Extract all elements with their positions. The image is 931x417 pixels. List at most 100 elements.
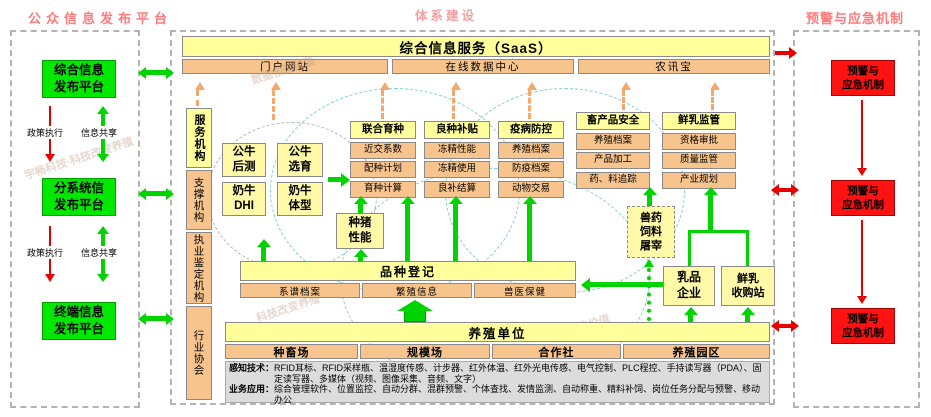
group-item: 防疫档案 bbox=[498, 161, 564, 178]
saas-bar: 综合信息服务（SaaS） bbox=[182, 36, 770, 57]
group-item: 配种计划 bbox=[350, 161, 416, 178]
box-alert-mechanism: 预警与 应急机制 bbox=[831, 60, 895, 96]
group-item: 药、料追踪 bbox=[576, 171, 650, 189]
channel-nongxunbao: 农讯宝 bbox=[578, 59, 770, 74]
center-right-connector bbox=[775, 51, 789, 55]
right-arrow-circle-to-joint-breeding bbox=[328, 177, 341, 182]
panel-alert-mechanism bbox=[793, 30, 920, 408]
up-arrow-registry-to-subsidy bbox=[453, 204, 458, 261]
policy-label: 政策执行 bbox=[26, 246, 65, 259]
up-arrow-registry-to-breeding bbox=[261, 247, 266, 261]
box-integrated-info-platform: 综合信息 发布平台 bbox=[42, 60, 116, 98]
group-item: 育种计算 bbox=[350, 180, 416, 198]
box-milk-purchase-station: 鲜乳 收购站 bbox=[721, 266, 775, 306]
group-item: 冻精使用 bbox=[424, 161, 490, 178]
center-right-connector bbox=[779, 324, 791, 328]
group-item: 质量监管 bbox=[662, 152, 736, 169]
group-joint-breeding: 联合育种 近交系数 配种计划 育种计算 bbox=[350, 121, 416, 198]
group-title: 畜产品安全 bbox=[576, 112, 650, 130]
group-item: 产品加工 bbox=[576, 152, 650, 169]
box-alert-mechanism: 预警与 应急机制 bbox=[831, 308, 895, 344]
org-industry-association: 行业协会 bbox=[186, 306, 212, 400]
up-arrow-farm-to-dairy bbox=[688, 315, 693, 322]
farm-cell-breeding-park: 养殖园区 bbox=[623, 344, 770, 359]
group-fresh-milk-supervision: 鲜乳监管 资格审批 质量监管 产业规划 bbox=[662, 112, 736, 189]
dashed-up-arrow bbox=[379, 82, 390, 119]
share-label: 信息共享 bbox=[80, 126, 119, 139]
group-seed-subsidy: 良种补贴 冻精性能 冻精使用 良补结算 bbox=[424, 121, 490, 198]
org-service-agency: 服务机构 bbox=[186, 108, 212, 168]
group-item: 冻精性能 bbox=[424, 141, 490, 159]
farm-cell-breeding-farm: 种畜场 bbox=[225, 344, 358, 359]
group-item: 养殖档案 bbox=[498, 141, 564, 159]
dashed-up-arrow bbox=[270, 82, 281, 120]
farm-cell-scale-farm: 规模场 bbox=[360, 344, 490, 359]
registry-bar: 品种登记 bbox=[240, 261, 576, 281]
group-item: 产业规划 bbox=[662, 171, 736, 189]
app-label: 业务应用： bbox=[229, 384, 275, 394]
group-title: 鲜乳监管 bbox=[662, 112, 736, 130]
app-text: 综合管理软件、位置监控、自动分群、混群预警、个体查找、发情监测、自动称重、精料补… bbox=[274, 384, 761, 405]
tech-label: 感知技术： bbox=[229, 363, 275, 373]
channel-portal: 门户网站 bbox=[182, 59, 388, 74]
tech-line: 感知技术： RFID耳标、RFID采样瓶、温湿度传感、计步器、红外体温、红外光电… bbox=[229, 363, 766, 384]
registry-cell-vet-health: 兽医保健 bbox=[474, 283, 576, 298]
dashed-up-arrow bbox=[450, 82, 461, 119]
red-down-arrow bbox=[861, 100, 863, 168]
registry-cell-reproduction: 繁殖信息 bbox=[362, 283, 472, 298]
farm-bar: 养殖单位 bbox=[225, 322, 770, 342]
box-terminal-info-platform: 终端信息 发布平台 bbox=[42, 302, 116, 340]
box-dairy-company: 乳品 企业 bbox=[663, 266, 715, 306]
share-label: 信息共享 bbox=[80, 246, 119, 259]
box-cow-dhi: 奶牛 DHI bbox=[222, 182, 266, 216]
up-arrow-registry-to-disease bbox=[527, 204, 532, 261]
group-livestock-product-safety: 畜产品安全 养殖档案 产品加工 药、料追踪 bbox=[576, 112, 650, 189]
policy-label: 政策执行 bbox=[26, 126, 65, 139]
left-arrow-dairy-to-vet-health bbox=[590, 282, 663, 287]
panel-public-info bbox=[10, 30, 140, 408]
up-arrow-registry-to-joint-breeding bbox=[405, 204, 410, 261]
box-pig-performance: 种猪 性能 bbox=[336, 213, 384, 249]
farm-cell-cooperative: 合作社 bbox=[492, 344, 621, 359]
registry-cell-pedigree: 系谱档案 bbox=[240, 283, 360, 298]
box-bull-selection: 公牛 选育 bbox=[277, 143, 323, 177]
up-arrow-to-milk-supervision bbox=[708, 195, 713, 232]
merge-line bbox=[688, 230, 691, 266]
panel-public-info-title: 公众信息发布平台 bbox=[28, 11, 173, 26]
box-subsystem-info-platform: 分系统信 发布平台 bbox=[42, 178, 116, 216]
channel-online-datacenter: 在线数据中心 bbox=[392, 59, 574, 74]
up-arrow-farm-to-station bbox=[745, 315, 750, 322]
group-title: 联合育种 bbox=[350, 121, 416, 139]
block-up-arrow-head bbox=[397, 300, 433, 311]
dashed-up-arrow bbox=[194, 82, 205, 106]
up-arrow-pig-to-breeding-group bbox=[358, 204, 363, 213]
farm-tech-notes: 感知技术： RFID耳标、RFID采样瓶、温湿度传感、计步器、红外体温、红外光电… bbox=[225, 361, 770, 405]
dashed-up-arrow bbox=[709, 82, 720, 110]
org-support-agency: 支撑机构 bbox=[186, 170, 212, 230]
dotted-up-arrow-farm-to-vet bbox=[644, 259, 654, 321]
group-item: 资格审批 bbox=[662, 132, 736, 150]
up-arrow-registry-to-pig bbox=[358, 257, 363, 261]
group-item: 养殖档案 bbox=[576, 132, 650, 150]
group-item: 近交系数 bbox=[350, 141, 416, 159]
left-center-connector bbox=[146, 70, 166, 75]
group-title: 良种补贴 bbox=[424, 121, 490, 139]
left-center-connector bbox=[146, 191, 166, 196]
red-down-arrow bbox=[861, 220, 863, 296]
panel-system-construction bbox=[170, 30, 775, 405]
up-arrow-vet-to-product-safety bbox=[647, 195, 652, 206]
block-up-arrow-stem bbox=[404, 311, 426, 322]
group-item: 良补结算 bbox=[424, 180, 490, 198]
group-item: 动物交易 bbox=[498, 180, 564, 198]
app-line: 业务应用： 综合管理软件、位置监控、自动分群、混群预警、个体查找、发情监测、自动… bbox=[229, 384, 766, 405]
box-cow-conformation: 奶牛 体型 bbox=[277, 182, 323, 216]
panel-system-title: 体系建设 bbox=[412, 5, 481, 24]
group-title: 疫病防控 bbox=[498, 121, 564, 139]
box-bull-post-test: 公牛 后测 bbox=[222, 143, 266, 177]
dashed-up-arrow bbox=[620, 82, 631, 110]
left-center-connector bbox=[146, 316, 166, 321]
dashed-up-arrow bbox=[526, 82, 537, 119]
merge-line bbox=[688, 230, 749, 233]
merge-line bbox=[746, 230, 749, 266]
